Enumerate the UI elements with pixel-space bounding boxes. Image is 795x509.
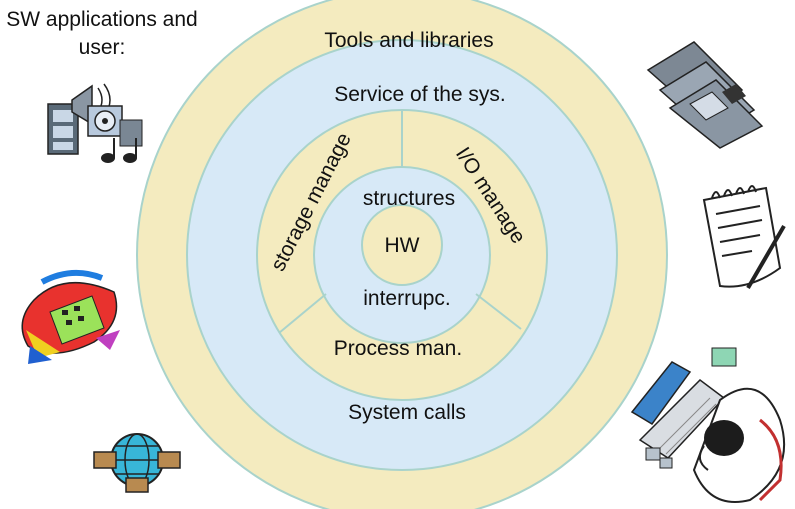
computer-user-icon <box>630 347 786 503</box>
label-hw: HW <box>385 234 420 257</box>
notepad-icon <box>702 185 786 290</box>
divider-left <box>278 293 327 334</box>
label-process-manager: Process man. <box>334 337 462 360</box>
multimedia-icon <box>47 83 143 163</box>
label-interrupts: interrupc. <box>363 287 451 310</box>
floppy-disks-icon <box>646 41 764 149</box>
telephone-icon <box>21 269 120 364</box>
globe-network-icon <box>93 433 181 493</box>
divider-right <box>475 293 522 330</box>
label-system-calls: System calls <box>348 401 466 424</box>
label-structures: structures <box>363 187 455 210</box>
ring-hw-core <box>361 204 443 286</box>
sw-applications-title: SW applications and user: <box>6 8 198 59</box>
label-tools-libraries: Tools and libraries <box>324 29 493 52</box>
label-service: Service of the sys. <box>334 83 506 106</box>
